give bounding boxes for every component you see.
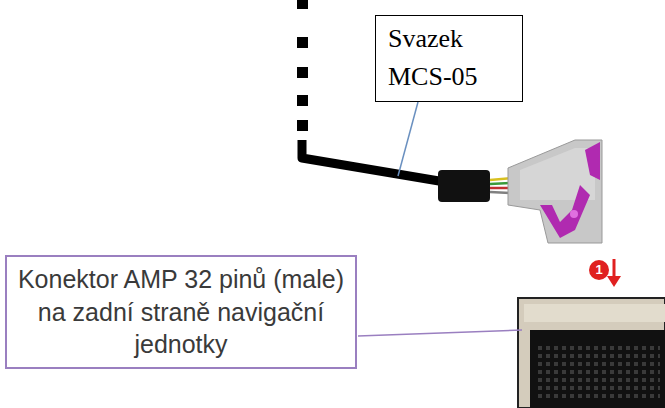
cable-boot: [438, 170, 490, 202]
cable-dashes: [297, 0, 308, 131]
callout-box: Svazek MCS-05: [375, 15, 523, 102]
locking-clip: [585, 142, 600, 180]
callout-text: Konektor AMP 32 pinů (male) na zadní str…: [13, 263, 349, 361]
leader-line: [398, 102, 418, 176]
locking-clip: [540, 185, 590, 238]
leader-line: [358, 330, 522, 336]
callout-circle: [589, 260, 609, 280]
clip-pivot: [570, 210, 578, 218]
unit-panel: [524, 304, 665, 322]
insert-arrow: [613, 259, 616, 278]
navigation-unit: [518, 298, 665, 408]
callout-number: 1: [589, 260, 609, 280]
cable: [302, 140, 445, 182]
callout-text: Svazek MCS-05: [388, 20, 512, 95]
amp-socket: [530, 330, 665, 408]
insert-arrow: [607, 276, 621, 287]
callout-box: Konektor AMP 32 pinů (male) na zadní str…: [5, 255, 357, 369]
connector-housing: [508, 140, 602, 243]
socket-pins: [536, 344, 660, 400]
